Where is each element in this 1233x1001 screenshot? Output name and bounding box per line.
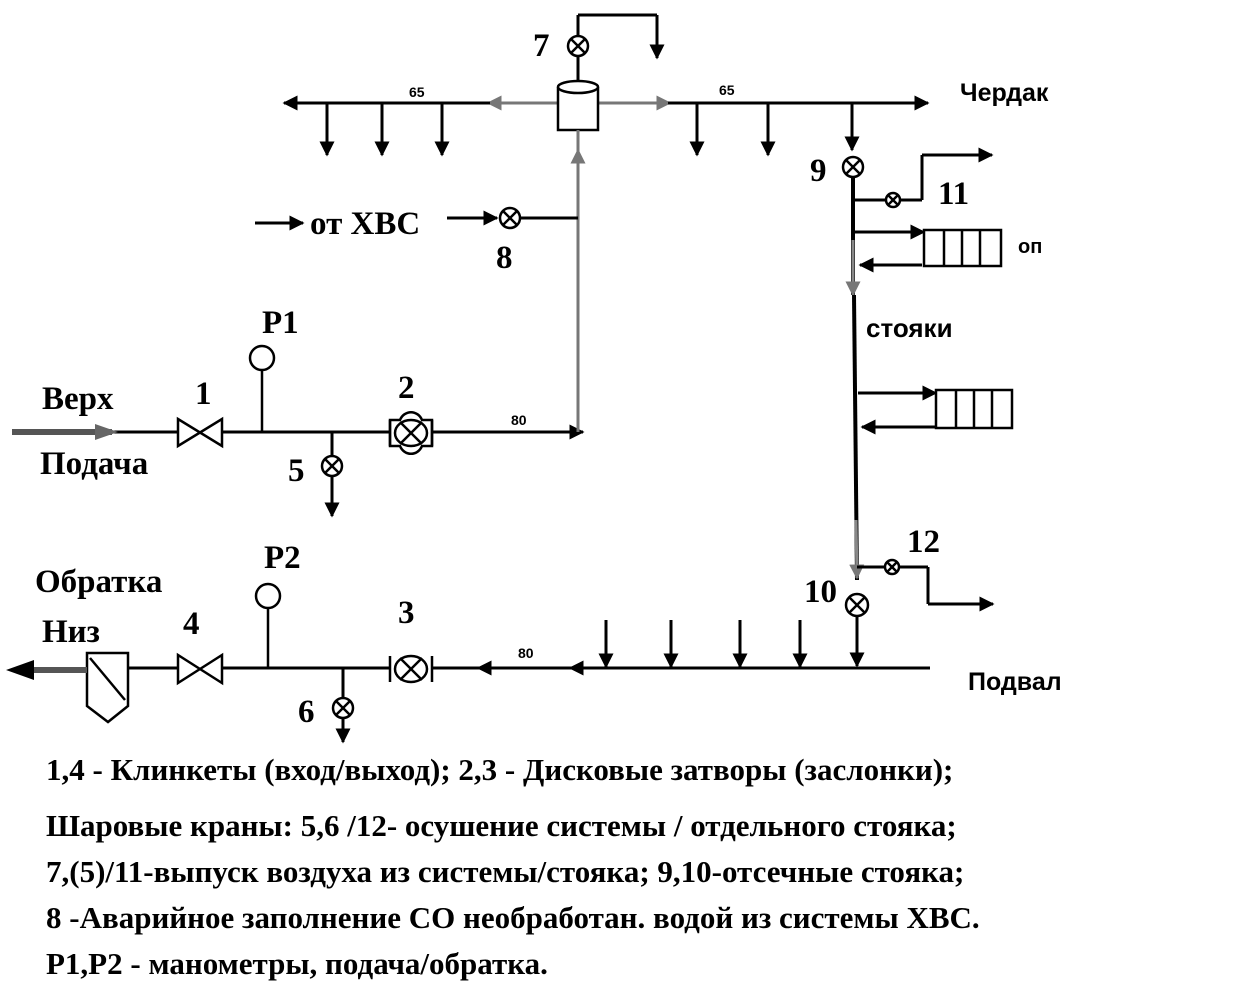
legend-line-2: Шаровые краны: 5,6 /12- осушение системы… [46,808,957,843]
air-collector [556,79,600,132]
cold-water-fill-line [255,210,578,231]
legend-line-4: 8 -Аварийное заполнение СО необработан. … [46,900,980,935]
label-valve-11: 11 [938,176,969,212]
label-p2: P2 [264,540,301,576]
label-niz: Низ [42,614,100,650]
label-valve-9: 9 [810,153,827,189]
label-cherdak: Чердак [960,79,1049,107]
label-obratka: Обратка [35,564,162,600]
valve-3-disk-icon[interactable] [388,654,434,684]
basement-return-pipe [128,620,930,676]
valve-12-icon[interactable] [883,558,901,576]
valve-2-disk-icon[interactable] [388,411,434,455]
radiator-upper-connections [855,224,926,273]
label-valve-12: 12 [907,524,940,560]
valve-9-icon[interactable] [841,155,865,179]
outlet-arrow [6,660,87,680]
manometer-p2-icon [254,582,282,668]
inlet-arrow [95,424,118,440]
valve-5-icon[interactable] [320,454,344,478]
label-valve-2: 2 [398,370,415,406]
radiator-upper-icon [922,228,1003,268]
valve-1-gate-icon[interactable] [176,416,224,449]
label-valve-10: 10 [804,574,837,610]
label-dn-80-bottom: 80 [518,645,534,661]
label-valve-4: 4 [183,606,200,642]
valve-7-icon[interactable] [566,34,590,58]
radiator-lower-connections [858,385,938,435]
label-p1: P1 [262,305,299,341]
valve-8-icon[interactable] [498,206,522,230]
riser-pipe [845,178,865,668]
label-valve-8: 8 [496,240,513,276]
label-ot-hvs: от ХВС [310,206,420,242]
valve-4-gate-icon[interactable] [176,652,224,686]
air-vent-line [576,13,665,81]
valve-6-icon[interactable] [331,696,355,720]
label-valve-5: 5 [288,453,305,489]
legend-line-3: 7,(5)/11-выпуск воздуха из системы/стояк… [46,854,965,889]
valve-11-icon[interactable] [884,191,902,209]
label-valve-6: 6 [298,694,315,730]
vent-11-line [853,147,994,202]
radiator-lower-icon [934,388,1014,430]
label-valve-7: 7 [533,28,550,64]
manometer-p1-icon [248,344,276,432]
label-dn-65-right: 65 [719,82,735,98]
label-podacha: Подача [40,446,148,482]
filter-icon [85,651,130,724]
label-dn-65-left: 65 [409,84,425,100]
label-valve-1: 1 [195,376,212,412]
label-verkh: Верх [42,381,114,417]
label-podval: Подвал [968,668,1062,696]
drain-12-line [857,565,995,612]
label-valve-3: 3 [398,595,415,631]
attic-distribution-pipe [282,95,930,157]
label-stoyaki: стояки [866,313,953,343]
label-op: оп [1018,236,1042,258]
legend-line-1: 1,4 - Клинкеты (вход/выход); 2,3 - Диско… [46,752,954,787]
label-dn-80-top: 80 [511,412,527,428]
legend-line-5: P1,P2 - манометры, подача/обратка. [46,946,548,981]
valve-10-icon[interactable] [844,592,870,618]
